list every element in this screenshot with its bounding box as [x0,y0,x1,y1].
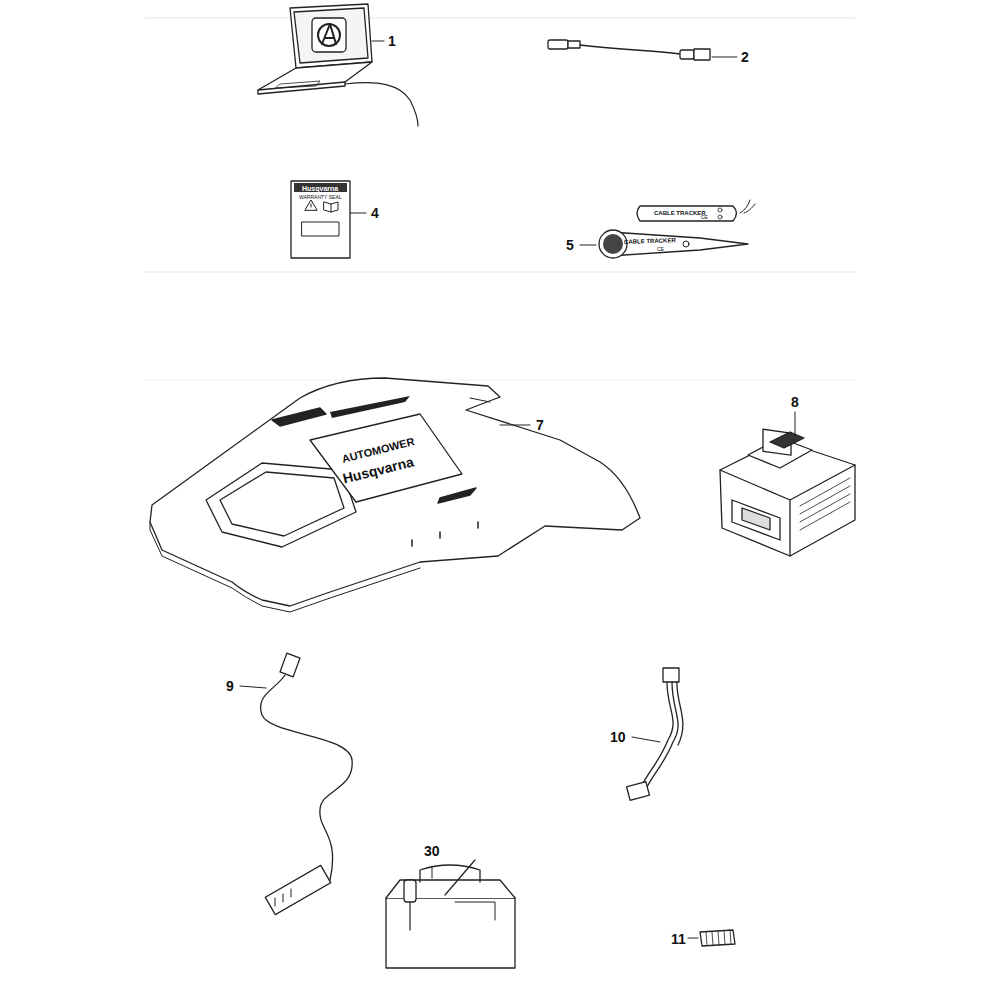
connector-cable [240,653,352,914]
device-text: CABLE TRACKER [654,210,706,216]
callout-number: 10 [610,730,626,744]
charger [720,412,855,556]
device-text: CE [657,247,664,252]
tool-box [386,860,515,968]
callout-number: 5 [566,238,574,252]
warranty-seal [291,181,366,258]
callout-number: 9 [226,679,234,693]
callout-number: 1 [388,34,396,48]
callout-number: 4 [371,206,379,220]
callout-number: 8 [791,395,799,409]
callout-number: 30 [424,844,440,858]
cable-ties [688,930,735,946]
brand-text: Husqvarna [302,185,338,192]
device-text: CE [701,215,708,220]
cable-tracker [580,200,755,258]
callout-number: 11 [671,932,686,946]
label-text: WARRANTY SEAL [299,195,342,200]
top-cover [150,378,640,612]
usb-cable [548,40,737,60]
laptop [258,4,418,126]
wire-harness [627,668,683,800]
callout-number: 2 [741,50,749,64]
callout-number: 7 [536,418,544,432]
